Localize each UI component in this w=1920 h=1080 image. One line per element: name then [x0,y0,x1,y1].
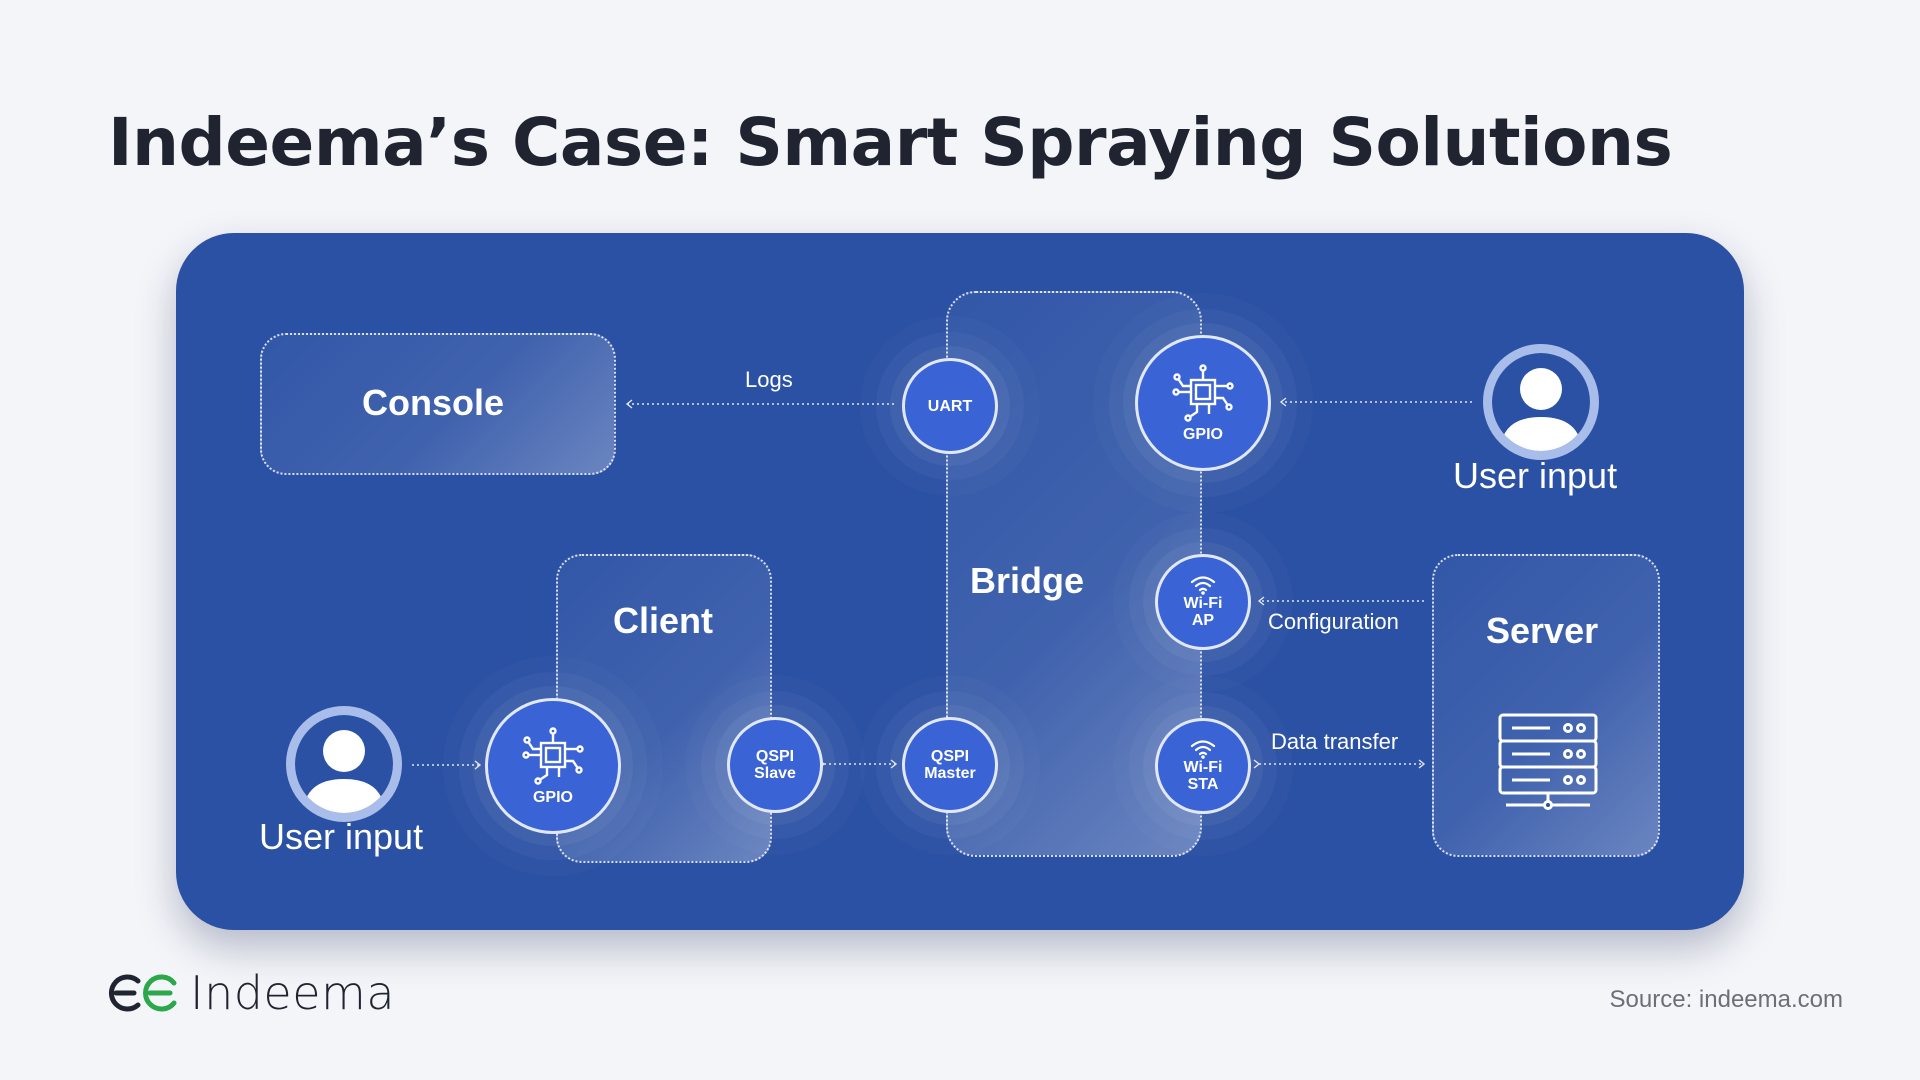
wifi-icon [1190,740,1216,759]
wifi-icon [1190,576,1216,595]
qspi-master-label: QSPI Master [924,748,976,782]
configuration-label: Configuration [1268,609,1399,634]
client-box: Client [556,554,772,863]
diagram-panel: Console Client Bridge Server [176,233,1744,930]
chip-icon [1172,363,1234,422]
server-label: Server [1486,610,1599,651]
indeema-logo: Indeema [108,966,395,1020]
user-icon [1483,344,1599,460]
wifi-sta-label: Wi-Fi STA [1183,759,1223,793]
server-box: Server [1432,554,1660,857]
uart-node: UART [902,358,998,454]
gpio-bridge-node: GPIO [1135,335,1271,471]
chip-icon [522,726,584,785]
qspi-master-node: QSPI Master [902,717,998,813]
gpio-client-label: GPIO [532,788,573,806]
gpio-client-node: GPIO [485,698,621,834]
user-icon [286,706,402,822]
data-transfer-label: Data transfer [1271,729,1399,754]
wifi-ap-node: Wi-Fi AP [1155,554,1251,650]
client-label: Client [613,600,714,641]
wifi-sta-node: Wi-Fi STA [1155,718,1251,814]
wifi-ap-label: Wi-Fi AP [1183,595,1223,629]
page-title: Indeema’s Case: Smart Spraying Solutions [108,104,1673,181]
logs-label: Logs [745,367,793,392]
console-label: Console [362,382,505,423]
server-icon [1498,713,1598,810]
uart-label: UART [927,397,973,415]
console-box: Console [260,333,616,475]
user-input-label-top: User input [1453,455,1618,496]
logo-text: Indeema [190,966,396,1020]
source-text: Source: indeema.com [1609,986,1843,1013]
user-input-label-bottom: User input [259,816,424,857]
gpio-bridge-label: GPIO [1182,425,1223,443]
indeema-logo-mark-icon [108,974,177,1012]
bridge-label: Bridge [970,560,1085,601]
qspi-slave-label: QSPI Slave [754,748,796,782]
qspi-slave-node: QSPI Slave [727,717,823,813]
connections [412,397,1472,770]
